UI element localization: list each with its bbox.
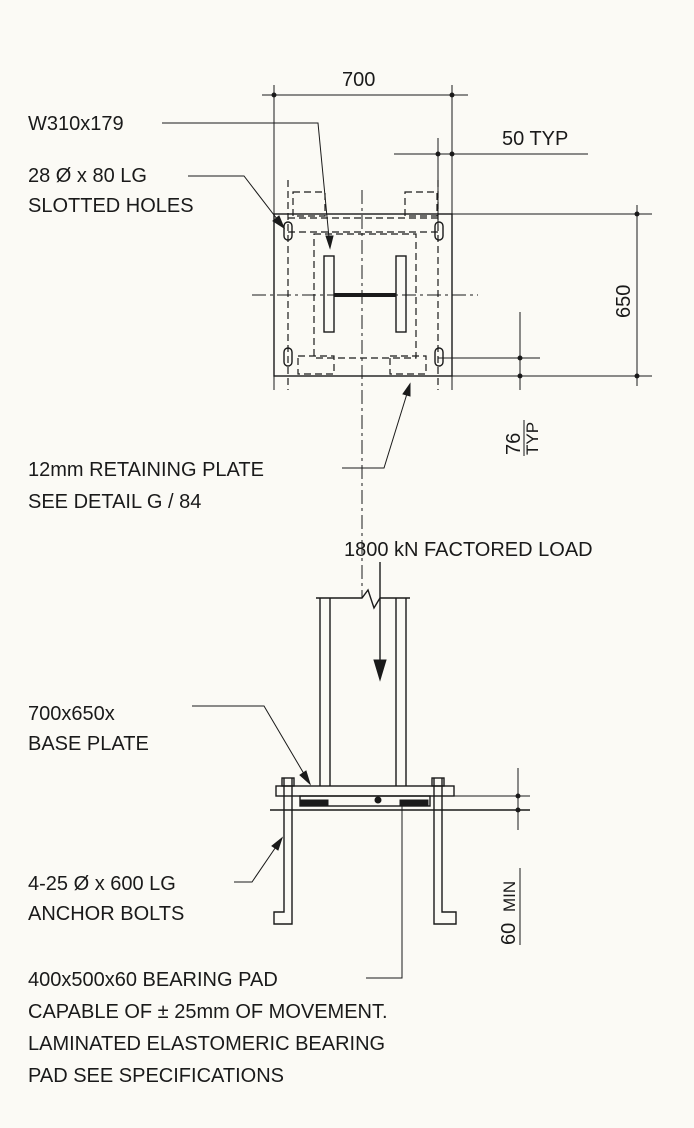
label-slotted-holes-1: 28 Ø x 80 LG bbox=[28, 165, 147, 187]
elev-dim-60-tick-b bbox=[515, 807, 521, 813]
plan-view: 700 50 TYP 650 76 TYP bbox=[252, 69, 652, 598]
label-bearing-pad-2: CAPABLE OF ± 25mm OF MOVEMENT. bbox=[28, 1001, 388, 1023]
label-base-plate-1: 700x650x bbox=[28, 703, 115, 725]
elev-dim-60-min: MIN bbox=[500, 881, 519, 912]
plan-column-flange-right bbox=[395, 255, 407, 333]
label-bearing-pad-1: 400x500x60 BEARING PAD bbox=[28, 969, 278, 991]
elev-nut-right bbox=[431, 777, 445, 787]
elev-base-plate bbox=[275, 785, 455, 797]
plan-labels: W310x179 28 Ø x 80 LG SLOTTED HOLES 12mm… bbox=[28, 113, 411, 513]
elev-dim-60-value: 60 bbox=[498, 923, 520, 945]
plan-column-flange-left bbox=[323, 255, 335, 333]
plan-retaining-top-left bbox=[292, 191, 326, 217]
plan-dim-50-tick-a bbox=[435, 151, 441, 157]
leader-column-section-arrow bbox=[325, 235, 334, 250]
plan-slot-bottom-left bbox=[283, 347, 293, 367]
plan-retaining-bottom-right bbox=[389, 355, 427, 375]
plan-dim-76-tick-a bbox=[517, 355, 523, 361]
elevation-view: 1800 kN FACTORED LOAD 60 MIN bbox=[270, 539, 593, 945]
leader-retaining-plate-arrow bbox=[402, 382, 411, 397]
leader-base-plate-arrow bbox=[299, 770, 312, 786]
label-anchor-bolts-1: 4-25 Ø x 600 LG bbox=[28, 873, 176, 895]
plan-hidden-web-box bbox=[313, 233, 417, 359]
elev-retaining-plate-right bbox=[399, 799, 429, 806]
label-base-plate-2: BASE PLATE bbox=[28, 733, 149, 755]
plan-slot-bottom-right bbox=[434, 347, 444, 367]
plan-slot-top-left bbox=[283, 221, 293, 241]
plan-retaining-top-right bbox=[404, 191, 438, 217]
plan-dim-650-tick-top bbox=[634, 211, 640, 217]
elev-anchor-bolt-left bbox=[273, 778, 293, 925]
plan-dim-700-tick-right bbox=[449, 92, 455, 98]
leader-anchor-bolts-arrow bbox=[271, 836, 284, 851]
plan-dim-650-text: 650 bbox=[613, 285, 635, 318]
plan-dim-50-tick-b bbox=[449, 151, 455, 157]
elev-anchor-bolt-right bbox=[433, 778, 457, 925]
plan-dim-76-typ: TYP bbox=[523, 422, 542, 455]
label-anchor-bolts-2: ANCHOR BOLTS bbox=[28, 903, 184, 925]
label-factored-load: 1800 kN FACTORED LOAD bbox=[344, 539, 593, 561]
label-bearing-pad-4: PAD SEE SPECIFICATIONS bbox=[28, 1065, 284, 1087]
label-column-section: W310x179 bbox=[28, 113, 124, 135]
leader-column-section bbox=[162, 122, 331, 249]
label-retaining-plate-2: SEE DETAIL G / 84 bbox=[28, 491, 201, 513]
elev-retaining-plate-left bbox=[299, 799, 329, 806]
label-slotted-holes-2: SLOTTED HOLES bbox=[28, 195, 194, 217]
leader-bearing-pad bbox=[366, 805, 403, 979]
plan-dim-76-tick-b bbox=[517, 373, 523, 379]
leader-retaining-plate bbox=[342, 383, 411, 469]
plan-dim-700-tick-left bbox=[271, 92, 277, 98]
plan-dim-650-tick-bottom bbox=[634, 373, 640, 379]
plan-dim-76-value: 76 bbox=[503, 433, 525, 455]
plan-dim-700-text: 700 bbox=[342, 69, 375, 91]
leader-slotted-holes-arrow bbox=[272, 215, 286, 230]
elevation-labels: 700x650x BASE PLATE 4-25 Ø x 600 LG ANCH… bbox=[28, 703, 403, 1087]
leader-slotted-holes bbox=[188, 175, 285, 229]
leader-base-plate bbox=[192, 705, 311, 785]
load-arrow-head bbox=[373, 659, 387, 682]
plan-dim-50-text: 50 TYP bbox=[502, 128, 568, 150]
label-retaining-plate-1: 12mm RETAINING PLATE bbox=[28, 459, 264, 481]
plan-retaining-bottom-left bbox=[297, 355, 335, 375]
column-break-line bbox=[316, 588, 410, 610]
label-bearing-pad-3: LAMINATED ELASTOMERIC BEARING bbox=[28, 1033, 385, 1055]
elev-nut-left bbox=[281, 777, 295, 787]
elev-pad-marker bbox=[374, 796, 382, 804]
leader-anchor-bolts bbox=[234, 837, 283, 883]
elev-dim-60-tick-a bbox=[515, 793, 521, 799]
plan-slot-top-right bbox=[434, 221, 444, 241]
